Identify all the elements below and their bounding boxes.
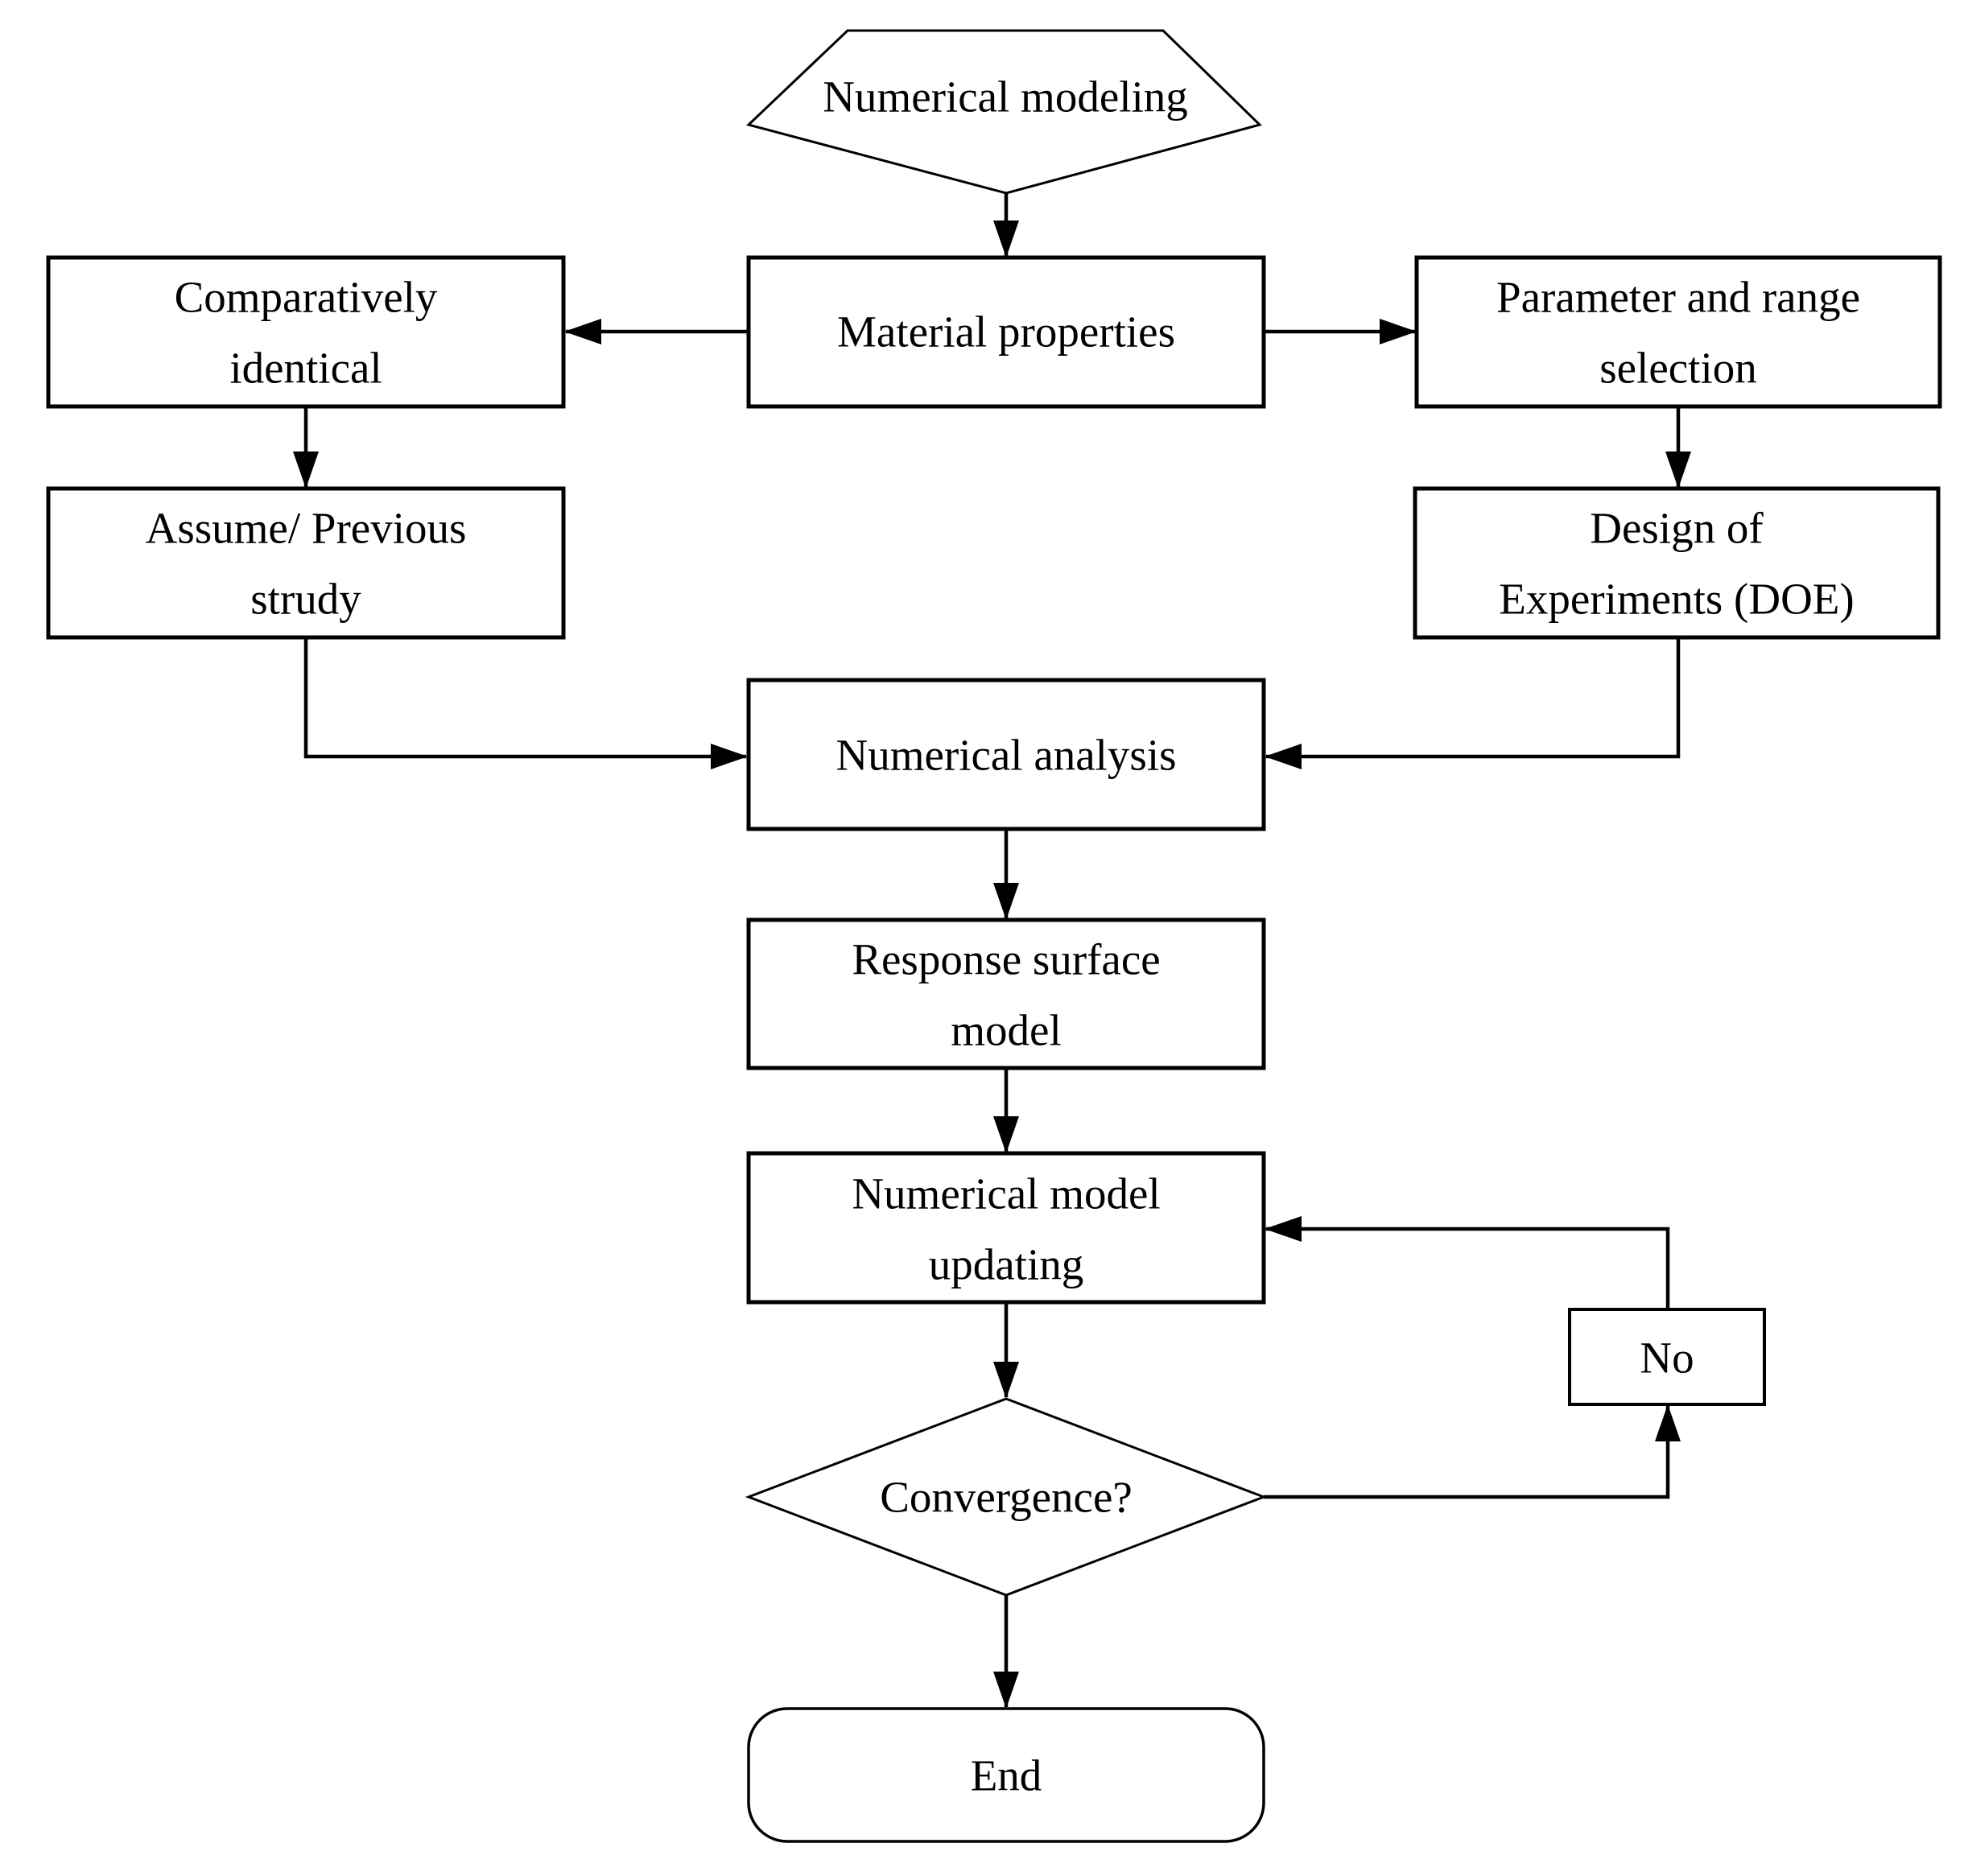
no-branch-box — [1568, 1308, 1766, 1406]
design-of-experiments-label-line1: Design of — [1590, 504, 1764, 553]
convergence-decision-label: Convergence? — [880, 1473, 1133, 1522]
parameter-range-node: Parameter and range selection — [1414, 255, 1942, 409]
no-branch-label: No — [1640, 1334, 1694, 1383]
arrow-assume-to-analysis — [303, 637, 748, 769]
response-surface-model-node: Response surface model — [746, 917, 1266, 1070]
comparatively-identical-box — [46, 255, 566, 409]
end-node: End — [747, 1707, 1265, 1843]
material-properties-label: Material properties — [837, 307, 1175, 357]
start-node-shape — [746, 29, 1262, 195]
start-node: Numerical modeling — [746, 29, 1262, 195]
design-of-experiments-node: Design of Experiments (DOE) — [1413, 486, 1941, 640]
parameter-range-label-line2: selection — [1599, 344, 1756, 393]
start-node-label: Numerical modeling — [823, 72, 1188, 122]
numerical-model-updating-label-line2: updating — [929, 1240, 1083, 1289]
numerical-model-updating-node: Numerical model updating — [746, 1151, 1266, 1305]
response-surface-model-box — [746, 917, 1266, 1070]
parameter-range-box — [1414, 255, 1942, 409]
arrow-doe-to-analysis — [1265, 637, 1681, 769]
assume-previous-study-box — [46, 486, 566, 640]
connectors — [293, 193, 1691, 1709]
numerical-model-updating-label-line1: Numerical model — [852, 1169, 1160, 1218]
no-branch-node: No — [1568, 1308, 1766, 1406]
material-properties-box — [746, 255, 1266, 409]
end-box — [747, 1707, 1265, 1843]
assume-previous-study-label-line1: Assume/ Previous — [146, 504, 467, 553]
comparatively-identical-label-line1: Comparatively — [175, 273, 438, 322]
assume-previous-study-node: Assume/ Previous strudy — [46, 486, 566, 640]
convergence-decision-node: Convergence? — [745, 1397, 1268, 1597]
numerical-model-updating-box — [746, 1151, 1266, 1305]
assume-previous-study-label-line2: strudy — [250, 575, 361, 624]
numerical-analysis-box — [746, 678, 1266, 831]
numerical-analysis-node: Numerical analysis — [746, 678, 1266, 831]
response-surface-model-label-line2: model — [951, 1006, 1061, 1055]
numerical-analysis-label: Numerical analysis — [836, 731, 1176, 780]
material-properties-node: Material properties — [746, 255, 1266, 409]
comparatively-identical-label-line2: identical — [229, 344, 382, 393]
arrow-no-to-updating — [1265, 1216, 1670, 1309]
response-surface-model-label-line1: Response surface — [852, 935, 1160, 984]
design-of-experiments-box — [1413, 486, 1941, 640]
end-label: End — [971, 1751, 1042, 1800]
convergence-decision-diamond — [745, 1397, 1268, 1597]
arrow-convergence-to-no — [1264, 1404, 1681, 1499]
design-of-experiments-label-line2: Experiments (DOE) — [1499, 575, 1854, 624]
parameter-range-label-line1: Parameter and range — [1496, 273, 1860, 322]
comparatively-identical-node: Comparatively identical — [46, 255, 566, 409]
